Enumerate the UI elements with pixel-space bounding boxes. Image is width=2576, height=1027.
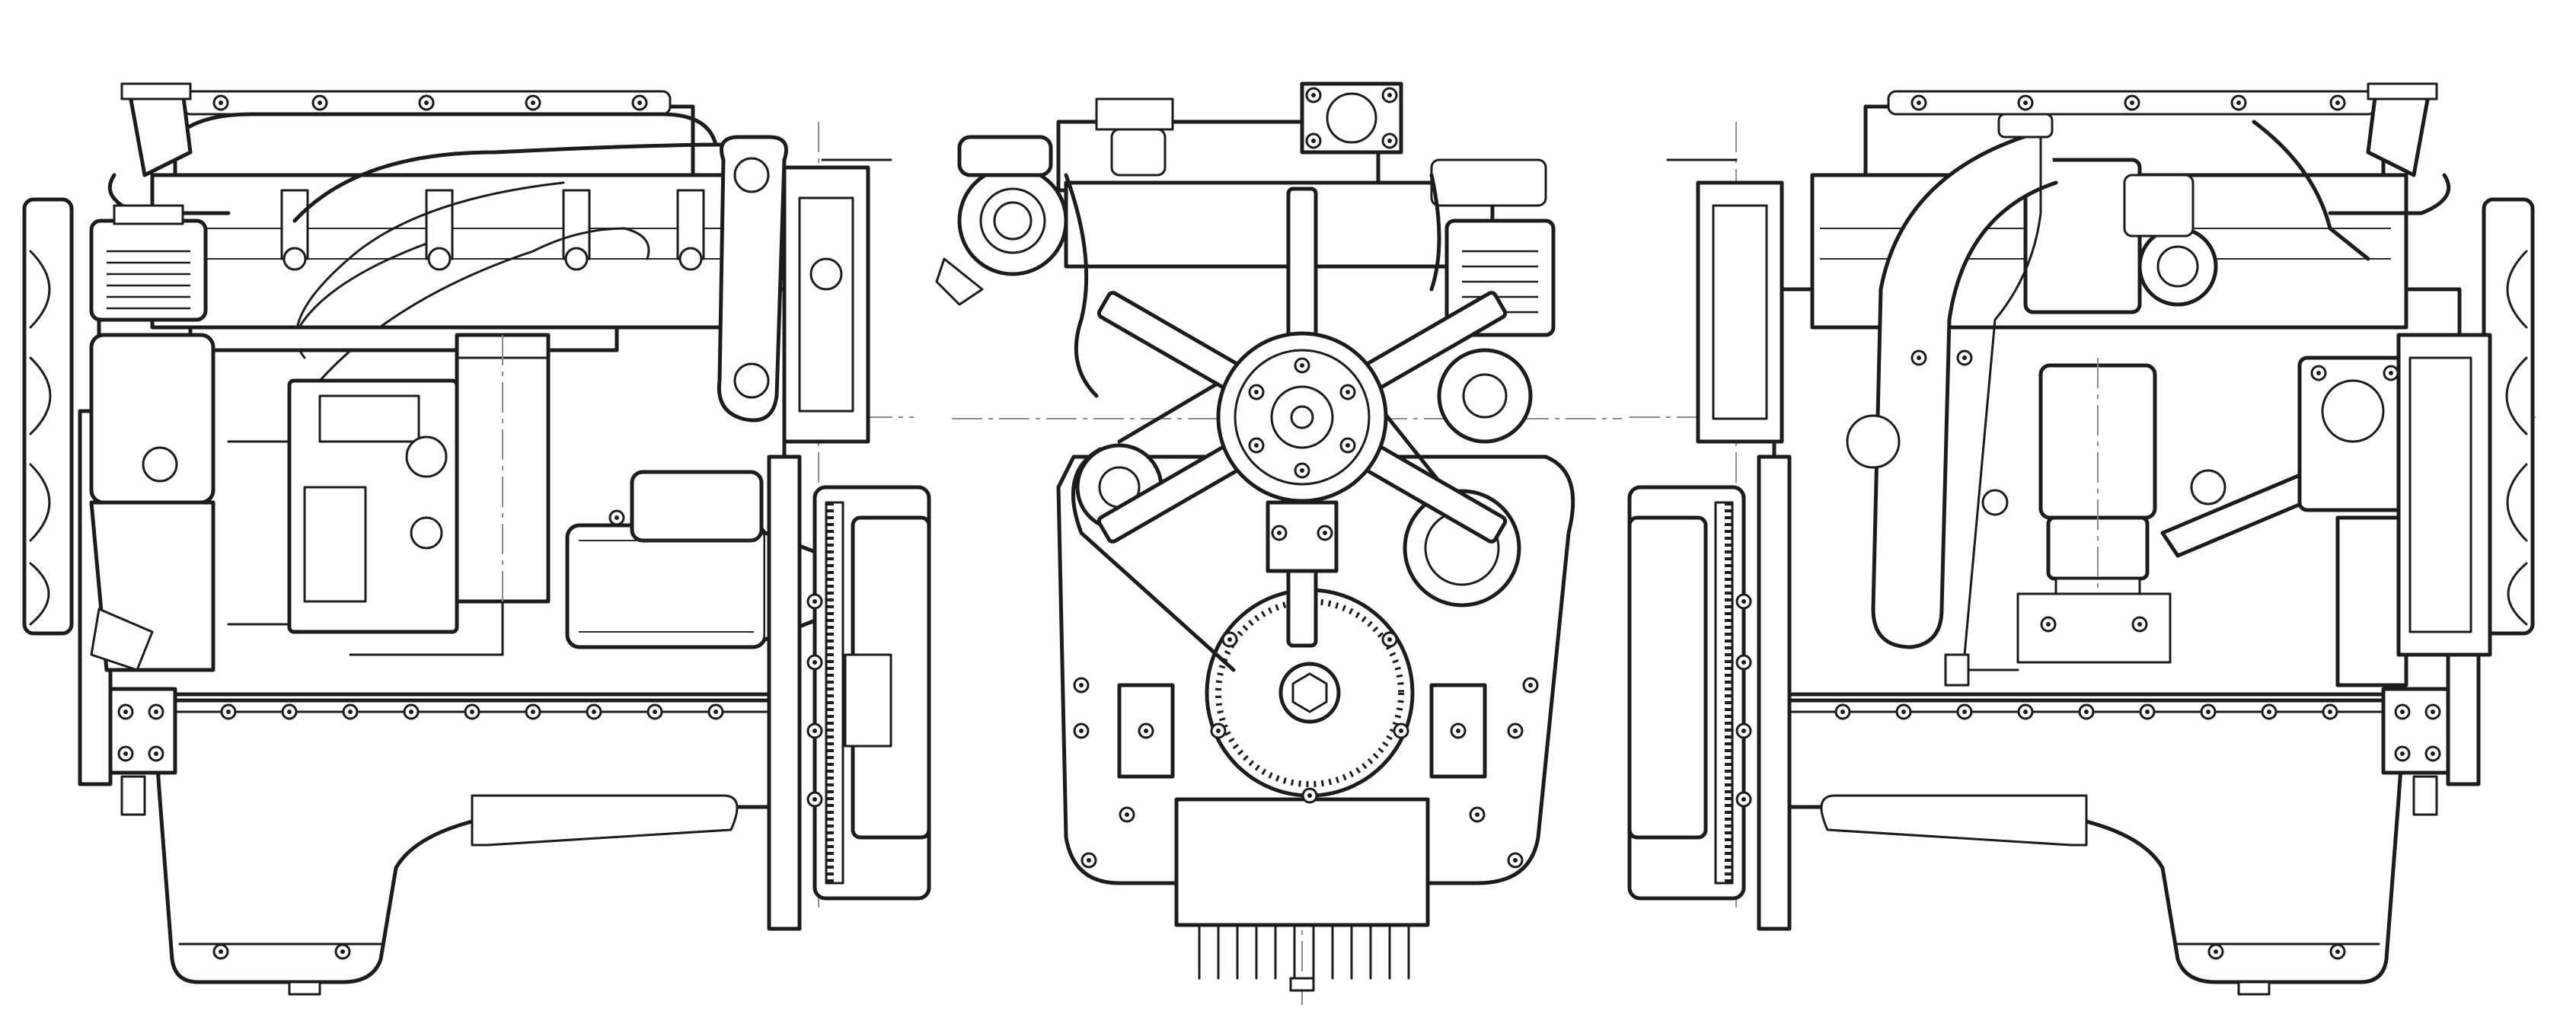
valve-cover-left — [173, 104, 695, 177]
intake-pipe-right — [1871, 127, 2058, 649]
cooling-fan-front — [1096, 187, 1508, 648]
fan-blades-right — [2482, 197, 2535, 636]
air-compressor-left — [89, 204, 208, 322]
turbocharger-right — [2023, 158, 2218, 314]
oil-filter-right — [2016, 358, 2172, 664]
crankshaft-pulley-front — [1205, 588, 1415, 804]
oil-pan-front — [1174, 797, 1430, 927]
fan-blades-left — [22, 197, 74, 636]
exhaust-outlet-right — [2252, 82, 2451, 261]
oil-pan-right — [1787, 691, 2408, 984]
oil-filter-left — [455, 333, 551, 604]
engine-right-side-view — [1627, 82, 2536, 996]
fuel-pump-right — [2297, 356, 2408, 687]
engine-front-view — [935, 81, 1622, 1005]
engine-left-side-view — [22, 82, 931, 996]
oil-pan-left — [150, 691, 771, 984]
flywheel-housing-left — [806, 485, 931, 901]
fuel-injectors-left — [280, 189, 705, 271]
flywheel-housing-right — [1627, 485, 1752, 901]
turbocharger-front — [935, 135, 1068, 306]
